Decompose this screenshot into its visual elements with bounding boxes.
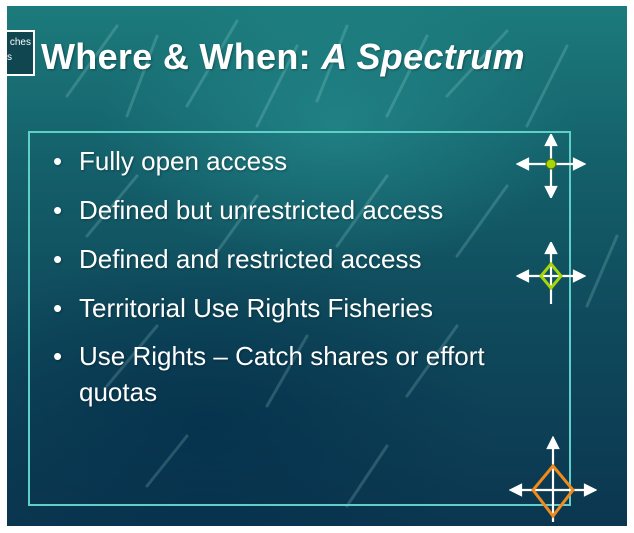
bullet-item: Territorial Use Rights Fisheries — [53, 289, 513, 327]
title-main: Where & When: — [41, 36, 322, 77]
bullet-list: Fully open access Defined but unrestrict… — [53, 142, 513, 421]
slide-title: Where & When: A Spectrum — [41, 35, 525, 79]
arrows-dot-icon — [516, 134, 586, 198]
bullet-item: Defined and restricted access — [53, 240, 513, 278]
logo-text-line1: ches — [9, 37, 31, 48]
arrows-large-diamond-icon — [509, 436, 597, 522]
bullet-item: Use Rights – Catch shares or effort quot… — [53, 338, 513, 410]
bullet-item: Fully open access — [53, 142, 513, 180]
logo: ches s — [7, 30, 35, 76]
marker-diamond — [531, 463, 575, 519]
content-frame — [28, 131, 571, 506]
marker-dot — [545, 158, 557, 170]
title-emphasis: A Spectrum — [321, 36, 525, 77]
bullet-item: Defined but unrestricted access — [53, 191, 513, 229]
marker-diamond — [539, 261, 563, 291]
slide: ches s Where & When: A Spectrum Fully op… — [7, 6, 627, 526]
arrows-small-diamond-icon — [516, 242, 586, 304]
logo-text-line2: s — [7, 52, 12, 63]
